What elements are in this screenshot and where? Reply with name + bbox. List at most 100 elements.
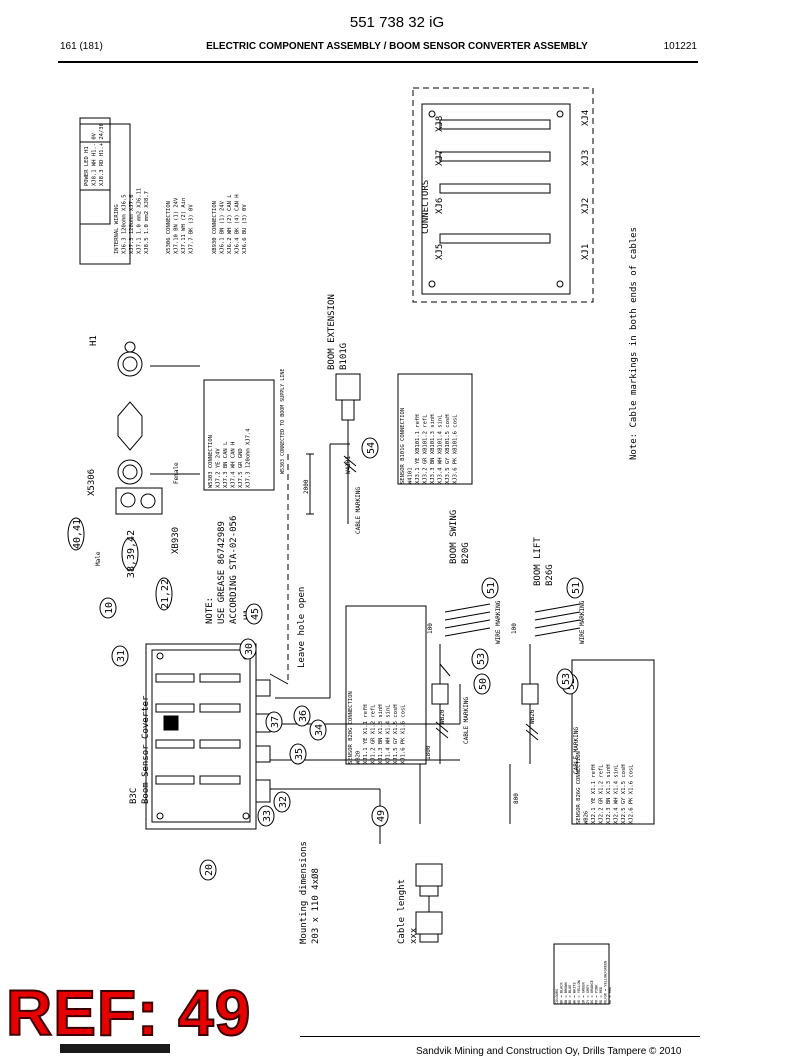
cable-marking-note: Note: Cable markings in both ends of cab… <box>629 227 639 460</box>
x5306-label: X5306 <box>87 469 97 496</box>
colour-legend-line: BU = BLUE <box>568 985 572 1004</box>
converter-title-line2: Boom Sensor Coverter <box>141 695 151 804</box>
xj6-label: XJ6 <box>435 198 445 214</box>
callout-number: 10 <box>104 602 115 614</box>
boom-swing-title: BOOM SWING <box>449 510 459 564</box>
boom-extension-code: B101G <box>339 343 349 370</box>
callout-number: 33 <box>262 810 273 822</box>
callout-bubble <box>293 705 311 727</box>
b101g-connection-table-line: XJ3.4 WH XB101.4 sinL <box>438 414 444 484</box>
colour-legend-line: OG = ORANGE <box>590 980 594 1004</box>
callout-bubble <box>67 517 85 551</box>
callout-bubble <box>257 805 275 827</box>
b101g-connection-table-line: W4101 <box>408 467 414 484</box>
callout-bubble <box>265 711 283 733</box>
callout-number: 20 <box>204 864 215 876</box>
b26g-connection-table-line: XJ2.6 PK X1.6 cosL <box>629 764 635 824</box>
xb930-connection-table-line: XB930 CONNECTION <box>212 201 218 254</box>
cable-wb26-label: WB26 <box>529 709 536 724</box>
callout-bubble <box>273 791 291 813</box>
callout-bubble <box>309 719 327 741</box>
female-label: Female <box>173 462 180 484</box>
internal-wiring-table-line: INTERNAL WIRING <box>114 204 120 254</box>
cable-marking-label-lift: CABLE MARKING <box>573 727 580 774</box>
callout-bubble <box>371 805 389 827</box>
colour-legend-line: RD = RED <box>608 987 612 1004</box>
callout-bubble <box>481 577 499 599</box>
b20g-connection-table-line: XJ1.6 PK X1.6 cosL <box>401 704 407 764</box>
mounting-dimensions-value: 203 x 110 4xØ8 <box>310 868 321 944</box>
callout-number: 31 <box>116 650 127 662</box>
cable-length-value: xxx <box>409 927 419 944</box>
callout-bubble <box>121 537 139 571</box>
callout-number: 40,41 <box>72 519 83 549</box>
w5303-connection-table-line: XJ7.4 WH CAN H <box>231 442 237 488</box>
b101g-connection-table-line: SENSOR B101G CONNECTION <box>400 408 406 484</box>
xj3-label: XJ3 <box>581 150 591 166</box>
callout-number: 53 <box>561 673 572 685</box>
b26g-connection-table-line: XJ2.4 WH X1.4 sinL <box>614 764 620 824</box>
xj8-label: XJ8 <box>435 116 445 132</box>
callout-bubble <box>111 645 129 667</box>
wire-marking-label-swing: WIRE MARKING <box>495 600 502 644</box>
colour-legend-line: YE = YELLOW <box>577 979 581 1004</box>
callout-number: 53 <box>476 653 487 665</box>
wiring-drawing: B3C Boom Sensor Coverter Mounting dimens… <box>60 64 700 1036</box>
callout-number: 30 <box>244 643 255 655</box>
note-grease-line2: USE GREASE 86742989 <box>217 521 227 624</box>
w5303-connection-table-line: W5303 CONNECTION <box>208 435 214 488</box>
callout-bubble <box>245 603 263 625</box>
callout-number: 51 <box>571 582 582 594</box>
callout-bubble <box>155 577 173 611</box>
b101g-connection-table-line: XJ3.3 BN XB101.3 sinH <box>430 414 436 484</box>
callout-number: 54 <box>366 442 377 454</box>
dim-2000: 2000 <box>303 479 310 494</box>
callout-bubble <box>566 577 584 599</box>
x5306-connection-table-line: X5306 CONNECTION <box>166 201 172 254</box>
xb930-connection-table-line: XJ6.4 BK (4) CAN H <box>235 194 241 254</box>
b101g-connection-table-line: XJ3.5 GY XB101.5 cosH <box>445 414 451 484</box>
b26g-connection-table-line: XJ2.5 GY X1.5 cosH <box>621 764 627 824</box>
dim-100-lift: 100 <box>511 623 518 634</box>
xj4-label: XJ4 <box>581 110 591 126</box>
page-index: 161 (181) <box>60 41 103 52</box>
b20g-connection-table-line: XJ1.5 GY X1.5 cosH <box>393 704 399 764</box>
power-led-table-line: POWER LED H1 <box>84 146 90 186</box>
w5303-connection-table-line: XJ7.5 GR GND <box>238 448 244 488</box>
xb930-connection-table-line: XJ6.1 BN (1) 24V <box>220 200 226 254</box>
callout-number: 32 <box>278 796 289 808</box>
b26g-connection-table-line: XJ2.3 BN X1.3 sinH <box>606 764 612 824</box>
dim-800: 800 <box>513 793 520 804</box>
internal-wiring-table-line: XJ7.3 120ohm XJ7.6 <box>129 194 135 254</box>
boom-lift-title: BOOM LIFT <box>533 537 543 586</box>
colour-legend-line: WH = WHITE <box>573 982 577 1004</box>
converter-box <box>145 643 257 830</box>
page-title: ELECTRIC COMPONENT ASSEMBLY / BOOM SENSO… <box>206 41 588 52</box>
b26g-connection-table-line: WB26 <box>584 811 590 824</box>
reference-stamp: REF: 49 <box>5 977 252 1049</box>
x5306-connection-table-line: XJ7.10 BN (1) 24V <box>174 197 180 254</box>
callout-bubble <box>99 597 117 619</box>
callout-bubble <box>556 668 574 690</box>
callout-bubble <box>199 859 217 881</box>
callout-bubble <box>471 648 489 670</box>
dim-1800: 1800 <box>425 745 432 760</box>
callout-number: 36 <box>298 710 309 722</box>
connectors-frame <box>412 87 594 303</box>
converter-title-line1: B3C <box>129 788 139 804</box>
cable-marking-label-swing: CABLE MARKING <box>463 697 470 744</box>
male-label: Male <box>95 551 102 566</box>
note-grease-line3: ACCORDING STA-02-056 <box>229 516 239 624</box>
b20g-connection-table-line: WB20 <box>356 751 362 764</box>
callout-number: 50 <box>478 678 489 690</box>
b20g-connection-table-line: XJ1.2 GR X1.2 refL <box>371 704 377 764</box>
internal-wiring-table-line: XJ7.1 1.0 mm2 XJ6.11 <box>137 188 143 254</box>
document-date: 101221 <box>663 41 697 52</box>
colour-legend-line: RD = RED <box>599 987 603 1004</box>
b26g-connection-table-line: SENSOR B26G CONNECTION <box>576 751 582 824</box>
footer-logo <box>60 1044 170 1053</box>
xb930-connection-table-line: XJ6.2 WH (2) CAN L <box>227 194 233 254</box>
cable-length-label: Cable lenght <box>397 879 407 944</box>
boom-swing-code: B20G <box>461 542 471 564</box>
colour-legend-line: GY = GREY <box>586 984 590 1004</box>
